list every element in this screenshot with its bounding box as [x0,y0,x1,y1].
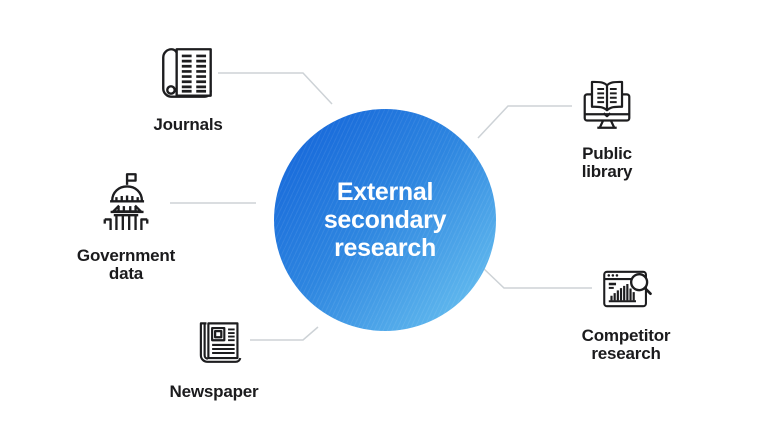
book-monitor-icon [576,74,638,141]
node-label: Newspaper [170,383,259,401]
node-label: Public library [582,145,633,181]
journal-icon [155,41,221,112]
node-label: Government data [77,247,175,283]
central-title-line: secondary [323,206,447,234]
central-title-line: research [334,234,436,262]
node-label-line: research [591,344,661,363]
node-label-line: Journals [153,115,223,134]
node-label-line: Competitor [581,326,671,345]
central-title-line: External [336,178,434,206]
node-label: Competitor research [582,327,671,363]
node-label-line: Newspaper [169,382,259,401]
node-government-data: Government data [60,170,192,283]
central-title: External secondary research [323,178,447,262]
node-label-line: Public [582,144,632,163]
node-label-line: library [581,162,633,181]
node-newspaper: Newspaper [156,314,272,401]
node-label: Journals [153,116,222,134]
node-competitor-research: Competitor research [568,260,684,363]
node-label-line: data [108,264,144,283]
central-node: External secondary research [274,109,496,331]
connector-library [477,105,572,139]
node-journals: Journals [128,41,248,134]
newspaper-icon [184,314,244,379]
chart-magnifier-icon [597,260,655,323]
connector-journals [218,72,333,105]
node-label-line: Government [76,246,176,265]
connector-competitor [482,267,592,289]
node-public-library: Public library [547,74,667,181]
capitol-icon [92,170,160,243]
connector-newspaper [250,326,319,341]
